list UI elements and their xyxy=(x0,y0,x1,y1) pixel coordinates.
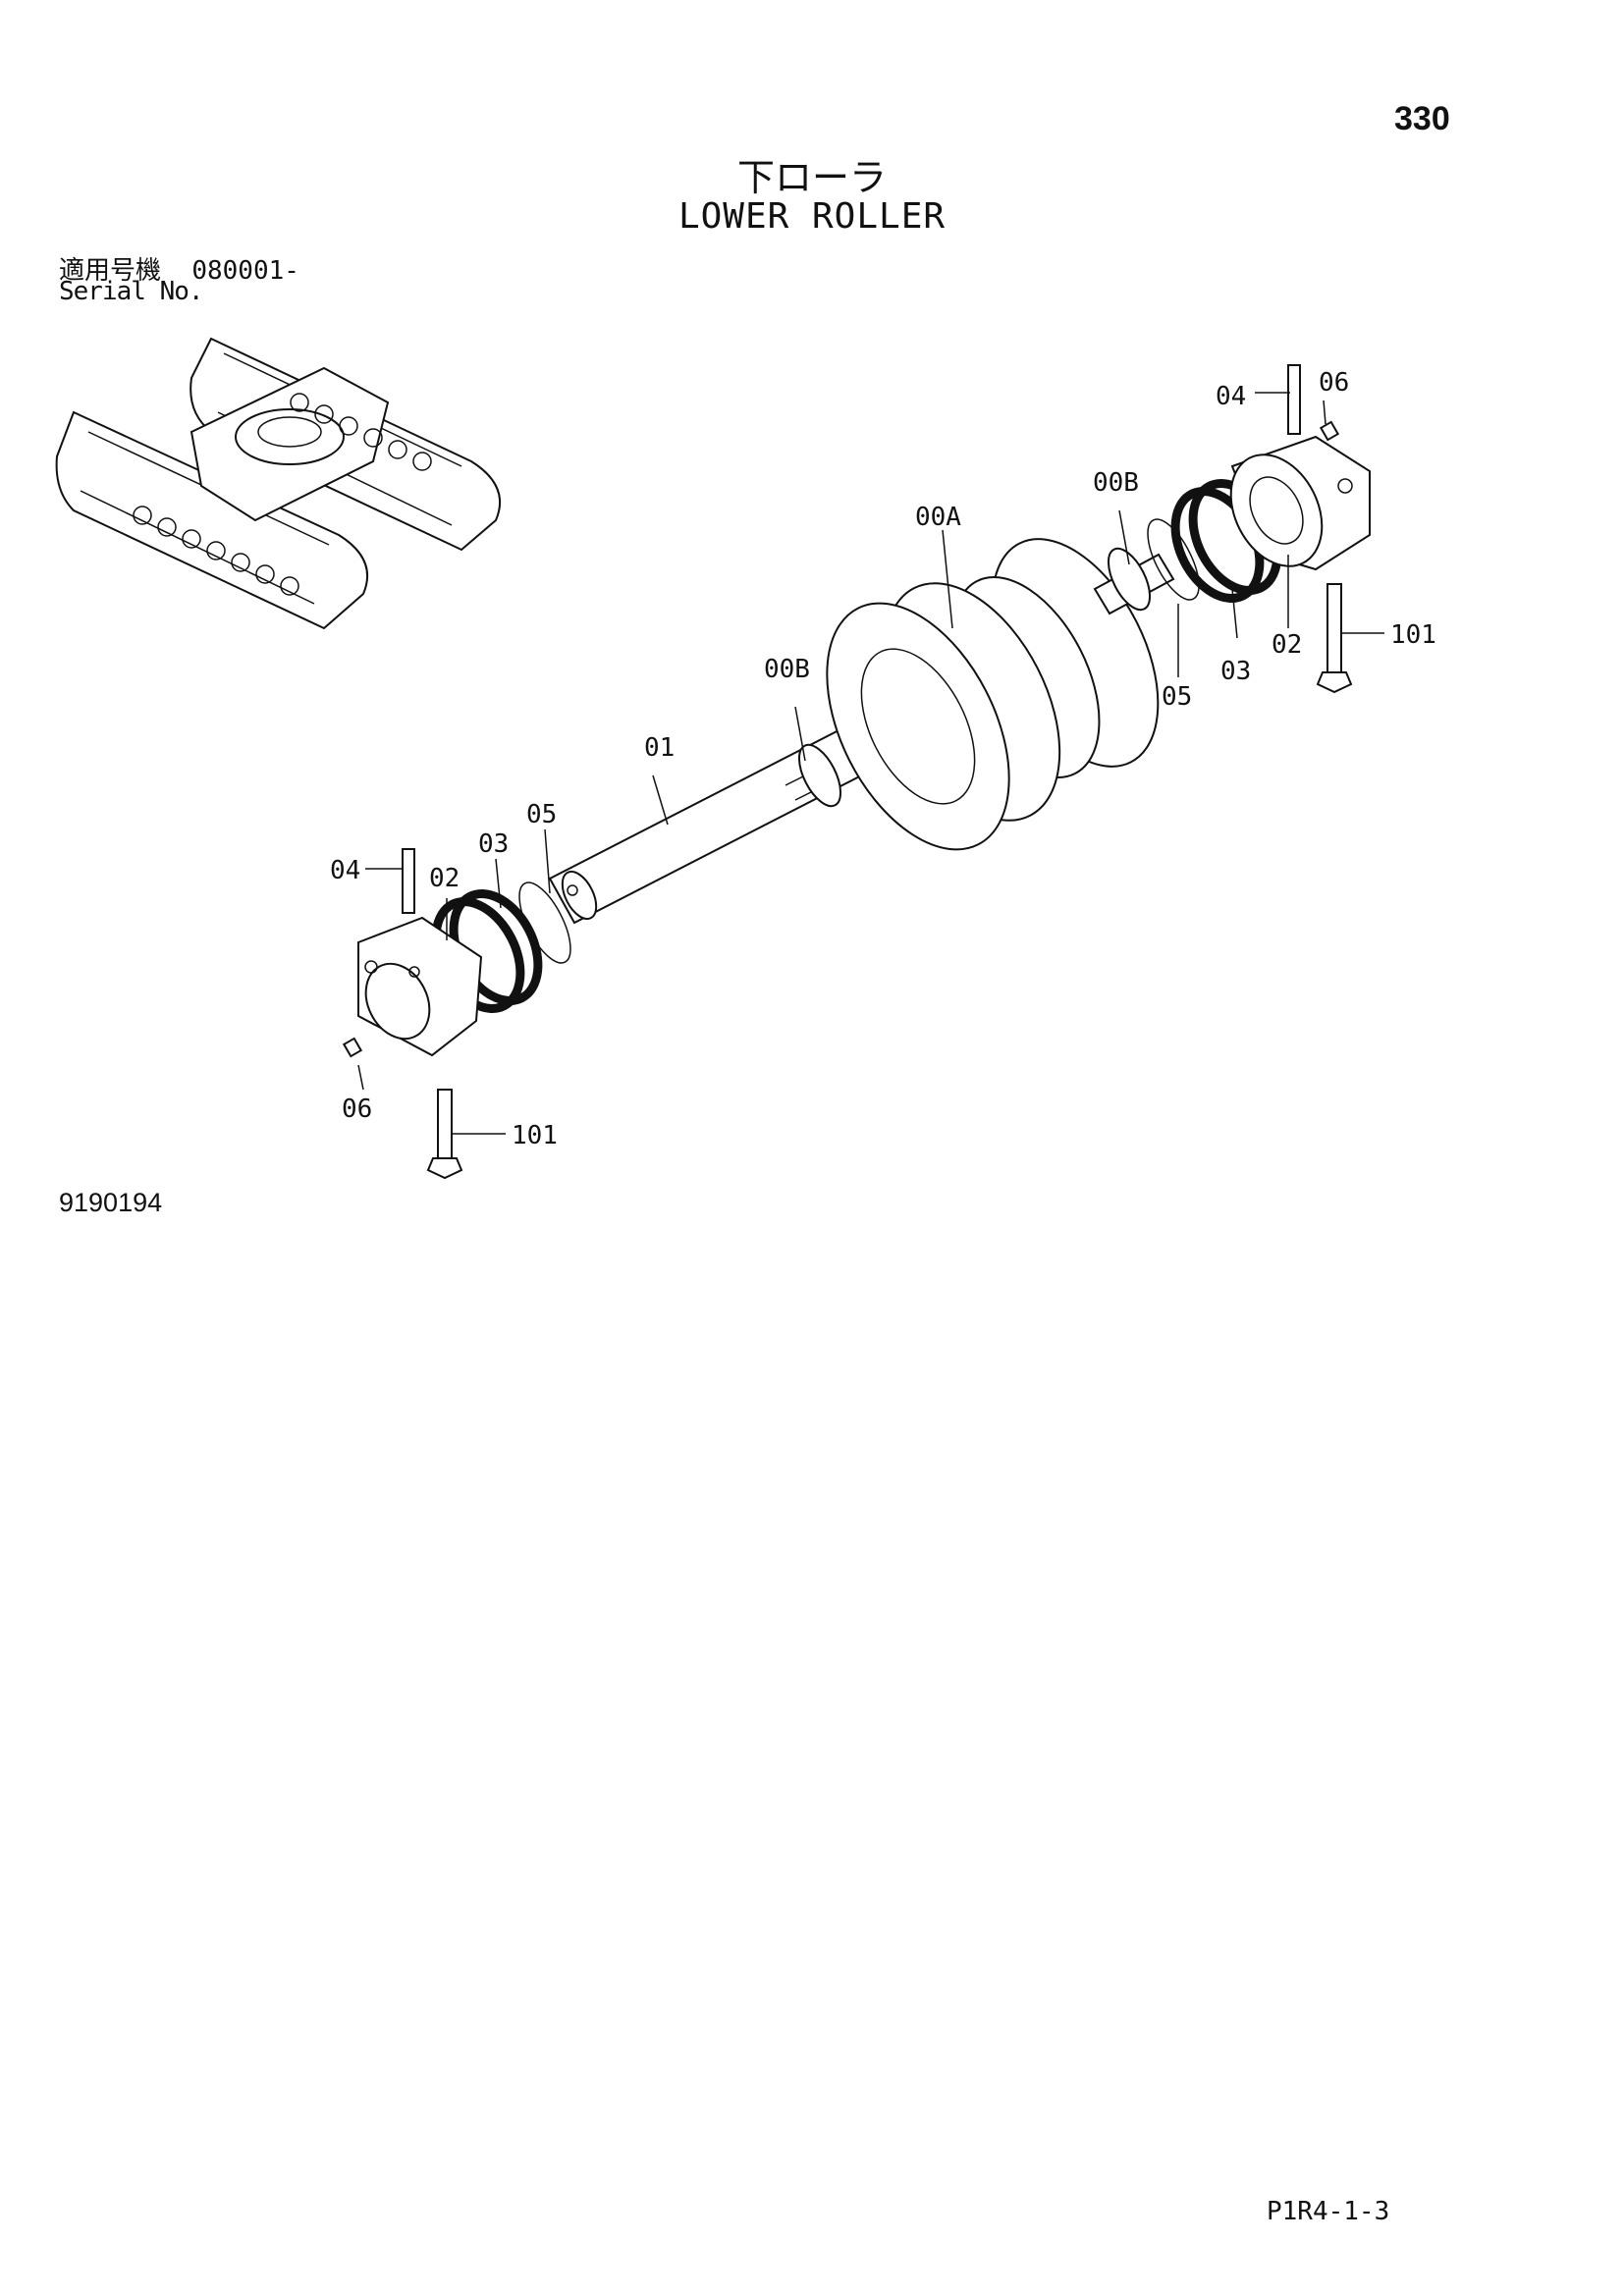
callout-101-right: 101 xyxy=(1390,620,1436,650)
title-japanese: 下ローラ xyxy=(736,156,887,199)
serial-label-ja: 適用号機 xyxy=(59,256,162,286)
serial-line-japanese: 適用号機 080001- xyxy=(59,250,299,287)
left-side-parts xyxy=(342,743,842,1180)
part-callouts: 04 06 00B 00A 02 03 05 101 00B 01 05 04 … xyxy=(330,368,1436,1150)
figure-code: 9190194 xyxy=(59,1188,163,1217)
leader-lines xyxy=(357,392,1384,1135)
undercarriage-locator-illustration xyxy=(55,337,501,630)
callout-00b-left: 00B xyxy=(764,655,810,684)
page-number: 330 xyxy=(1394,100,1450,137)
callout-00a: 00A xyxy=(915,503,961,532)
callout-02-right: 02 xyxy=(1272,630,1302,660)
callout-00b-right: 00B xyxy=(1093,468,1139,498)
callout-01: 01 xyxy=(644,733,675,763)
callout-05-right: 05 xyxy=(1162,682,1192,712)
callout-06-right: 06 xyxy=(1319,368,1349,398)
exploded-parts-diagram: 04 06 00B 00A 02 03 05 101 00B 01 05 04 … xyxy=(55,337,1436,1180)
right-side-parts xyxy=(1093,364,1371,694)
callout-06-left: 06 xyxy=(342,1095,372,1124)
sheet-code: P1R4-1-3 xyxy=(1267,2197,1390,2226)
serial-value: 080001- xyxy=(191,256,299,286)
callout-03-right: 03 xyxy=(1220,657,1251,686)
callout-03-left: 03 xyxy=(478,829,509,859)
callout-04-left: 04 xyxy=(330,856,360,885)
callout-101-left: 101 xyxy=(512,1121,558,1150)
serial-label-english: Serial No. xyxy=(59,277,204,306)
callout-05-left: 05 xyxy=(526,800,557,829)
callout-02-left: 02 xyxy=(429,864,460,893)
callout-04-right: 04 xyxy=(1216,382,1246,411)
title-english: LOWER ROLLER xyxy=(677,196,947,237)
